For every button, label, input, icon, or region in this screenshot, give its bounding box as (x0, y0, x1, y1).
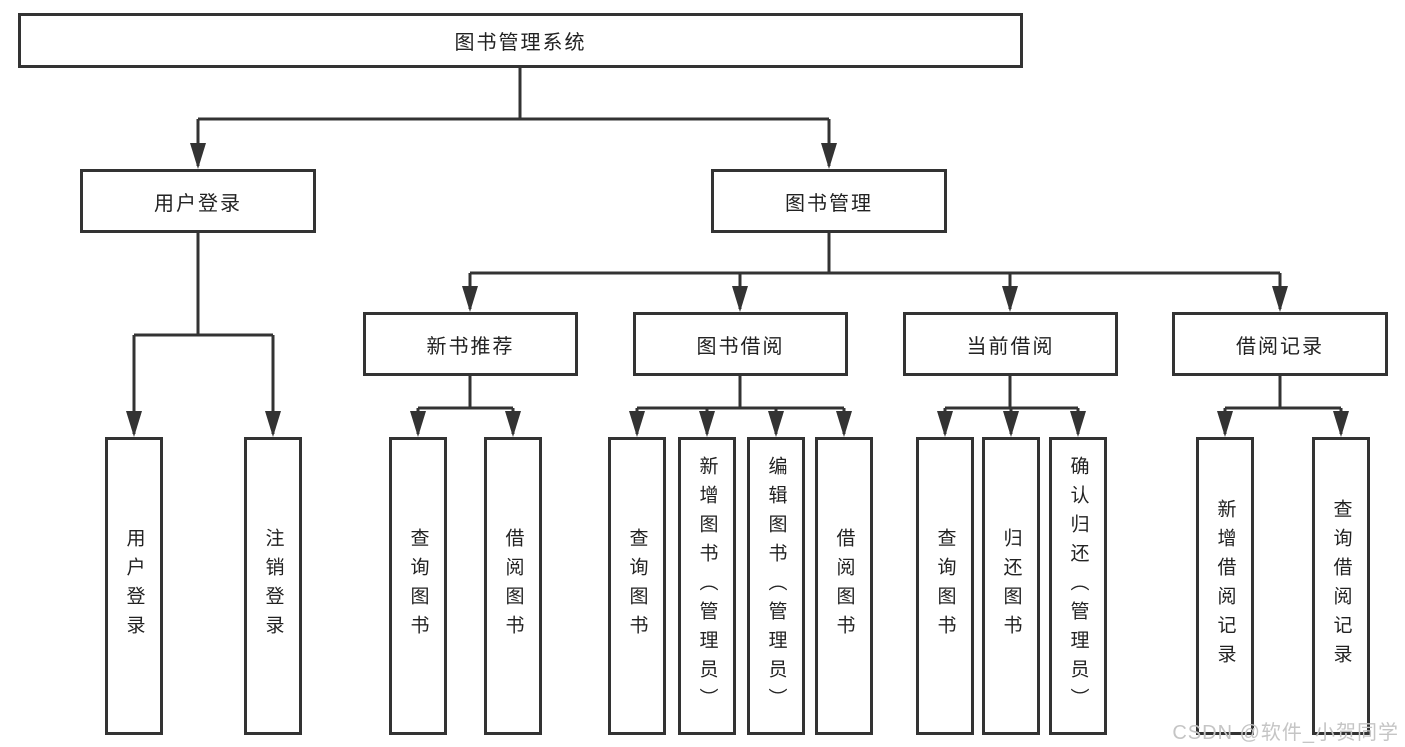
node-label: 新增借阅记录 (1214, 499, 1236, 673)
leaf-query-books-current: 查询图书 (916, 437, 974, 735)
node-label: 注销登录 (262, 528, 284, 644)
node-borrowing-records: 借阅记录 (1172, 312, 1388, 376)
node-label: 借阅记录 (1236, 335, 1324, 358)
leaf-add-books-admin: 新增图书（管理员） (678, 437, 736, 735)
leaf-edit-books-admin: 编辑图书（管理员） (747, 437, 805, 735)
node-label: 用户登录 (123, 528, 145, 644)
leaf-confirm-return-admin: 确认归还（管理员） (1049, 437, 1107, 735)
node-new-book-recommendation: 新书推荐 (363, 312, 578, 376)
node-user-login: 用户登录 (80, 169, 316, 233)
leaf-query-books-borrow: 查询图书 (608, 437, 666, 735)
connector-path (132, 67, 1343, 434)
node-label: 编辑图书（管理员） (765, 455, 787, 717)
node-label: 用户登录 (154, 192, 242, 215)
node-label: 归还图书 (1000, 528, 1022, 644)
node-label: 确认归还（管理员） (1067, 455, 1089, 717)
node-label: 图书管理 (785, 192, 873, 215)
leaf-borrow-books: 借阅图书 (815, 437, 873, 735)
node-library-management-system: 图书管理系统 (18, 13, 1023, 68)
node-label: 查询图书 (626, 528, 648, 644)
node-book-management: 图书管理 (711, 169, 947, 233)
node-label: 图书管理系统 (454, 32, 587, 54)
node-book-borrowing: 图书借阅 (633, 312, 848, 376)
node-label: 新书推荐 (426, 335, 515, 358)
node-current-borrowing: 当前借阅 (903, 312, 1118, 376)
leaf-borrow-books-recommend: 借阅图书 (484, 437, 542, 735)
node-label: 借阅图书 (833, 528, 855, 644)
leaf-return-books: 归还图书 (982, 437, 1040, 735)
leaf-logout: 注销登录 (244, 437, 302, 735)
leaf-query-borrow-record: 查询借阅记录 (1312, 437, 1370, 735)
node-label: 当前借阅 (966, 335, 1055, 358)
node-label: 查询借阅记录 (1330, 499, 1352, 673)
leaf-query-books-recommend: 查询图书 (389, 437, 447, 735)
arrowhead-icons (126, 143, 1349, 437)
leaf-user-login: 用户登录 (105, 437, 163, 735)
node-label: 图书借阅 (696, 335, 785, 358)
csdn-watermark: CSDN @软件_小贺同学 (1172, 722, 1399, 744)
node-label: 查询图书 (934, 528, 956, 644)
leaf-add-borrow-record: 新增借阅记录 (1196, 437, 1254, 735)
node-label: 借阅图书 (502, 528, 524, 644)
node-label: 查询图书 (407, 528, 429, 644)
node-label: 新增图书（管理员） (696, 455, 718, 717)
